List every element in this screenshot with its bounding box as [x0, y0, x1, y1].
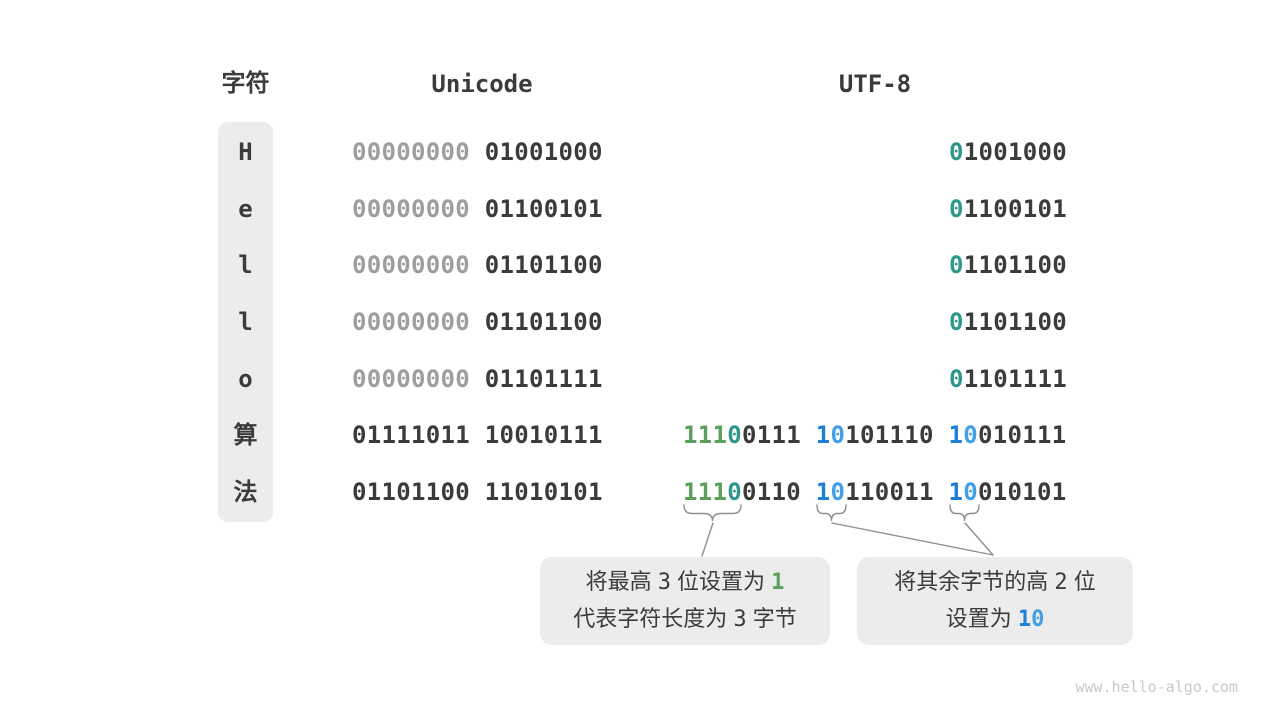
callout-text-line: 将最高 3 位设置为 1 — [585, 569, 785, 595]
character-label: l — [238, 251, 253, 280]
unicode-high-byte: 01111011 — [352, 421, 470, 450]
unicode-high-byte: 00000000 — [352, 251, 470, 280]
column-header-unicode: Unicode — [431, 70, 533, 98]
unicode-low-byte: 01100101 — [484, 194, 603, 223]
lead-prefix-bits: 0 — [949, 138, 964, 166]
utf8-bits: 11100111 10101110 10010111 — [683, 419, 1067, 451]
utf8-byte: 01101100 — [949, 308, 1067, 336]
utf8-byte: 10010101 — [948, 478, 1067, 506]
callout-text-line: 将其余字节的高 2 位 — [894, 569, 1096, 595]
utf8-bits: 01101100 — [683, 249, 1067, 281]
connector-line-lead — [701, 522, 714, 557]
character-label: 法 — [233, 478, 258, 506]
cont-prefix-bits: 10 — [1017, 607, 1045, 632]
lead-prefix-bits: 0 — [949, 308, 964, 336]
unicode-bits: 00000000 01101111 — [352, 363, 632, 395]
column-header-utf8: UTF-8 — [838, 70, 912, 98]
unicode-high-byte: 00000000 — [352, 308, 470, 336]
utf8-byte: 01101111 — [949, 364, 1067, 393]
character-label: e — [238, 194, 253, 223]
character-label: H — [238, 138, 253, 166]
lead-prefix-bits: 0 — [949, 364, 964, 393]
cont-prefix-bits: 10 — [815, 421, 846, 450]
utf8-byte: 10101110 — [815, 421, 934, 450]
watermark: www.hello-algo.com — [1075, 678, 1238, 696]
unicode-bits: 00000000 01001000 — [352, 136, 632, 168]
utf8-bits: 01101111 — [683, 363, 1067, 395]
utf8-bits: 11100110 10110011 10010101 — [683, 476, 1067, 508]
utf8-byte: 10010111 — [948, 421, 1067, 450]
unicode-high-byte: 01101100 — [352, 478, 470, 506]
character-label: o — [238, 364, 253, 393]
lead-prefix-bits: 0 — [949, 251, 964, 280]
cont-prefix-bits: 10 — [948, 421, 978, 450]
character-label: l — [238, 308, 253, 336]
lead-prefix-bits: 1110 — [683, 478, 742, 506]
utf8-byte: 11100111 — [683, 421, 801, 450]
lead-prefix-bits: 1110 — [683, 421, 742, 450]
unicode-low-byte: 01001000 — [484, 138, 603, 166]
callout-text-line: 设置为 10 — [945, 606, 1045, 632]
unicode-low-byte: 11010101 — [484, 478, 603, 506]
utf8-byte: 10110011 — [815, 478, 934, 506]
callout-lead-prefix: 将最高 3 位设置为 1 代表字符长度为 3 字节 — [540, 557, 830, 645]
utf8-byte: 01101100 — [949, 251, 1067, 280]
utf8-byte: 01001000 — [949, 138, 1067, 166]
cont-prefix-bits: 10 — [815, 478, 846, 506]
unicode-bits: 00000000 01101100 — [352, 249, 632, 281]
unicode-bits: 01111011 10010111 — [352, 419, 632, 451]
lead-prefix-bits: 0 — [949, 194, 964, 223]
utf8-bits: 01100101 — [683, 193, 1067, 225]
unicode-high-byte: 00000000 — [352, 364, 470, 393]
utf8-bits: 01001000 — [683, 136, 1067, 168]
utf8-byte: 11100110 — [683, 478, 801, 506]
character-column-panel — [218, 122, 273, 522]
callout-text-line: 代表字符长度为 3 字节 — [573, 606, 797, 632]
lead-prefix-bits: 1 — [771, 570, 785, 595]
unicode-low-byte: 01101100 — [484, 251, 603, 280]
unicode-bits: 00000000 01101100 — [352, 306, 632, 338]
unicode-bits: 00000000 01100101 — [352, 193, 632, 225]
unicode-low-byte: 01101100 — [484, 308, 603, 336]
unicode-low-byte: 01101111 — [484, 364, 603, 393]
character-label: 算 — [233, 421, 258, 450]
utf8-byte: 01100101 — [949, 194, 1067, 223]
connector-line-cont-a — [831, 522, 994, 556]
unicode-low-byte: 10010111 — [484, 421, 603, 450]
unicode-bits: 01101100 11010101 — [352, 476, 632, 508]
column-header-character: 字符 — [221, 70, 270, 97]
utf8-bits: 01101100 — [683, 306, 1067, 338]
cont-prefix-bits: 10 — [948, 478, 978, 506]
connector-line-cont-b — [964, 522, 994, 556]
callout-cont-prefix: 将其余字节的高 2 位设置为 10 — [857, 557, 1133, 645]
unicode-high-byte: 00000000 — [352, 194, 470, 223]
unicode-high-byte: 00000000 — [352, 138, 470, 166]
